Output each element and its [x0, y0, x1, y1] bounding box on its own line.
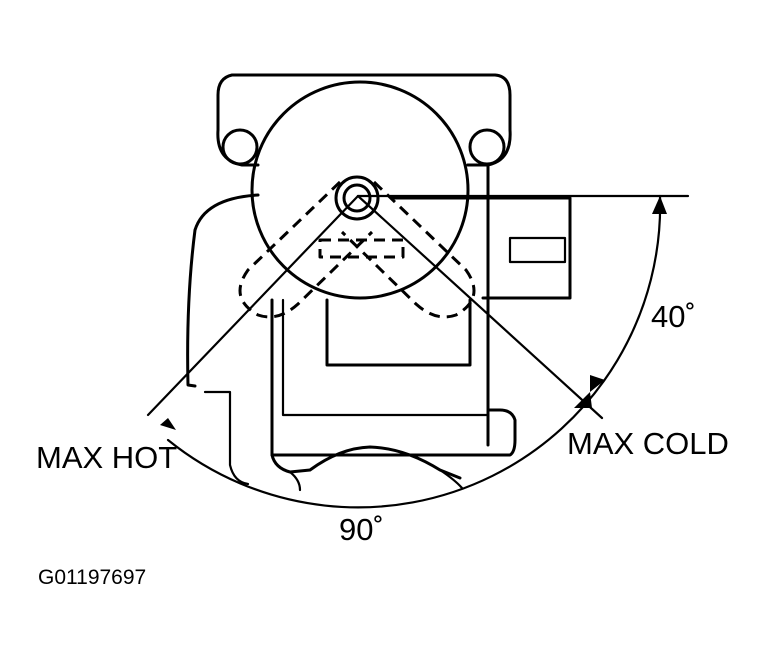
- actuator-housing: [186, 73, 517, 492]
- left-mount-hole: [221, 128, 259, 166]
- angle-90-label: 90˚: [339, 512, 384, 547]
- lever-positions: [238, 180, 476, 319]
- actuator-shaft: [334, 175, 380, 221]
- motor-block: [325, 298, 472, 367]
- connector: [390, 196, 572, 300]
- right-mount-hole: [468, 128, 506, 166]
- figure-code: G01197697: [38, 566, 146, 589]
- angle-arc: [160, 194, 667, 509]
- max-cold-label: MAX COLD: [567, 426, 729, 461]
- angle-40-label: 40˚: [651, 299, 696, 334]
- angle-lines: [146, 194, 690, 420]
- gear-disc: [250, 80, 470, 300]
- max-hot-label: MAX HOT: [36, 440, 177, 475]
